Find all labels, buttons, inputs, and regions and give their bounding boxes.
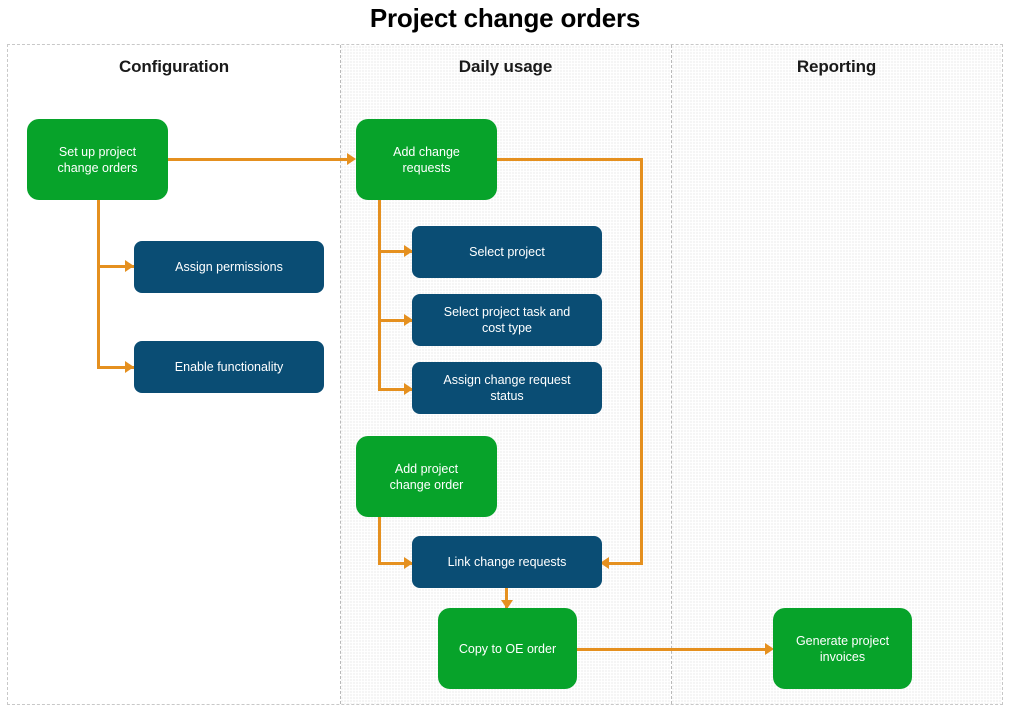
connector-addchange-right-down [640, 158, 643, 564]
node-enable-functionality[interactable]: Enable functionality [134, 341, 324, 393]
arrowhead-addchange-to-tasktype [404, 314, 413, 326]
node-add-project-change-order[interactable]: Add project change order [356, 436, 497, 517]
arrowhead-setup-to-addchange [347, 153, 356, 165]
node-assign-change-request-status[interactable]: Assign change request status [412, 362, 602, 414]
node-label: Generate project invoices [795, 633, 890, 664]
connector-linkchange-to-copyoe [505, 588, 508, 608]
node-copy-to-oe-order[interactable]: Copy to OE order [438, 608, 577, 689]
arrowhead-addchange-to-status [404, 383, 413, 395]
arrowhead-copyoe-to-invoices [765, 643, 774, 655]
node-select-project-task-and-cost-type[interactable]: Select project task and cost type [412, 294, 602, 346]
node-label: Link change requests [447, 555, 567, 569]
node-label: Add project change order [389, 461, 464, 492]
arrowhead-setup-to-permissions [125, 260, 134, 272]
page-title: Project change orders [369, 3, 641, 33]
lane-header-configuration: Configuration [118, 57, 230, 76]
lane-header-reporting: Reporting [796, 57, 877, 76]
lane-divider-1 [340, 45, 341, 704]
arrowhead-linkchange-to-copyoe [501, 600, 513, 609]
connector-addchange-to-status [378, 388, 416, 391]
connector-addchange-to-tasktype [378, 319, 416, 322]
connector-setup-to-enable [97, 366, 137, 369]
node-label: Assign permissions [175, 260, 283, 274]
connector-addchange-right [497, 158, 643, 161]
node-label: Select project [469, 245, 545, 259]
lane-reporting [671, 45, 1002, 704]
node-label: Copy to OE order [458, 641, 557, 656]
connector-setup-to-addchange [168, 158, 348, 161]
node-label: Assign change request status [443, 373, 571, 403]
node-link-change-requests[interactable]: Link change requests [412, 536, 602, 588]
node-select-project[interactable]: Select project [412, 226, 602, 278]
arrowhead-into-linkchange-right [600, 557, 609, 569]
lane-divider-2 [671, 45, 672, 704]
lane-header-daily-usage: Daily usage [458, 57, 553, 76]
node-label: Enable functionality [174, 360, 284, 374]
node-assign-permissions[interactable]: Assign permissions [134, 241, 324, 293]
arrowhead-addchange-to-selectproject [404, 245, 413, 257]
node-label: Select project task and cost type [443, 305, 571, 335]
node-set-up-project-change-orders[interactable]: Set up project change orders [27, 119, 168, 200]
connector-setup-to-permissions [97, 265, 137, 268]
connector-addchange-to-selectproject [378, 250, 416, 253]
node-label: Add change requests [393, 144, 460, 175]
node-add-change-requests[interactable]: Add change requests [356, 119, 497, 200]
connector-into-linkchange-right [608, 562, 643, 565]
arrowhead-addpco-to-linkchange [404, 557, 413, 569]
node-generate-project-invoices[interactable]: Generate project invoices [773, 608, 912, 689]
swimlane-frame: Configuration Daily usage Reporting [7, 44, 1003, 705]
connector-setup-down [97, 197, 100, 369]
node-label: Set up project change orders [57, 144, 138, 175]
connector-addpco-down [378, 517, 381, 564]
connector-addchange-down [378, 197, 381, 391]
connector-copyoe-to-invoices [577, 648, 771, 651]
connector-addpco-to-linkchange [378, 562, 416, 565]
arrowhead-setup-to-enable [125, 361, 134, 373]
